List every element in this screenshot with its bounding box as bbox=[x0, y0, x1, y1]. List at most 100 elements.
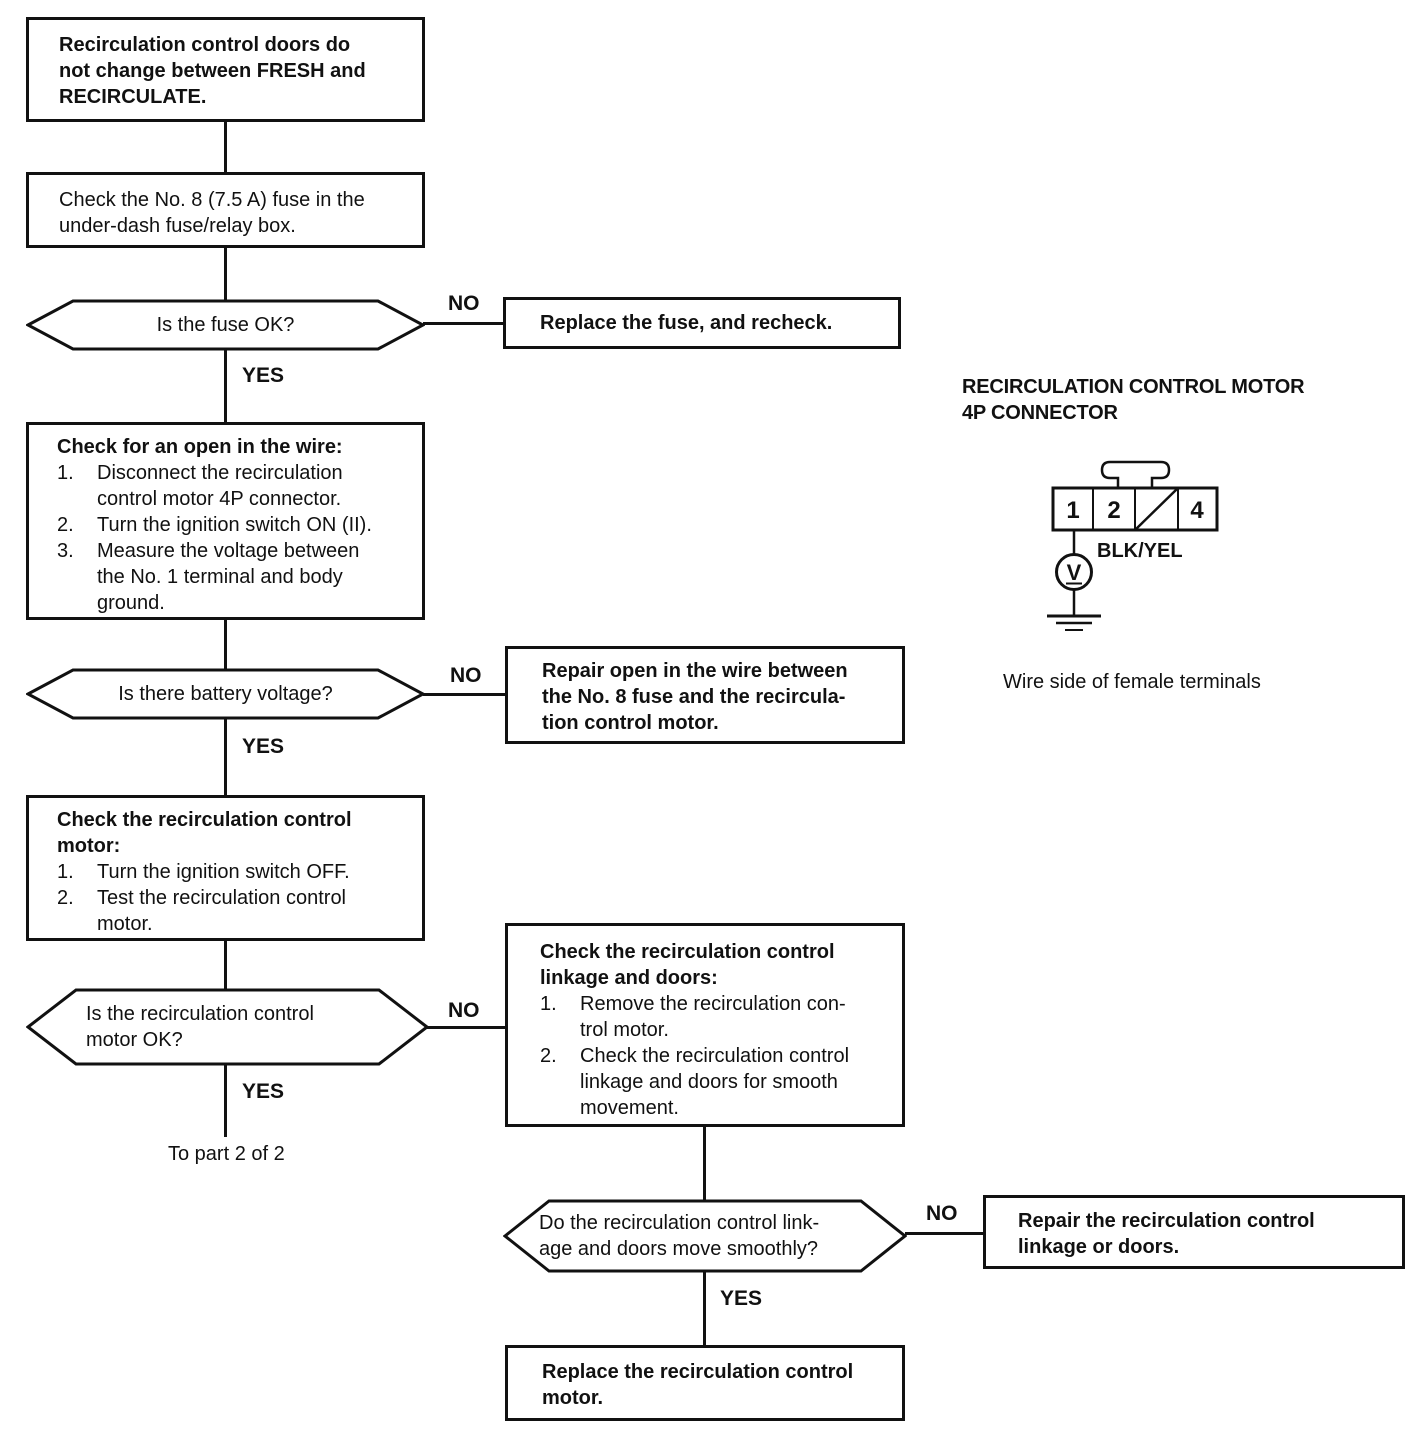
connector-line bbox=[427, 1026, 506, 1029]
replace-fuse-box: Replace the fuse, and recheck. bbox=[503, 297, 901, 349]
connector-diagram-title-line: 4P CONNECTOR bbox=[962, 402, 1118, 424]
step-line: Check the recirculation control bbox=[580, 1045, 850, 1067]
decision-line: motor OK? bbox=[86, 1029, 183, 1051]
connector-line bbox=[224, 719, 227, 796]
replace-fuse-line: Replace the fuse, and recheck. bbox=[540, 312, 833, 334]
step-text: Disconnect the recirculation control mot… bbox=[97, 460, 412, 512]
wire-check-step: 1. Disconnect the recirculation control … bbox=[57, 460, 412, 512]
step-number: 2. bbox=[57, 514, 74, 536]
linkage-check-step: 2. Check the recirculation control linka… bbox=[540, 1043, 892, 1121]
repair-open-box: Repair open in the wire between the No. … bbox=[505, 646, 905, 744]
connector-diagram-title: RECIRCULATION CONTROL MOTOR 4P CONNECTOR bbox=[962, 374, 1305, 426]
terminal-number-2: 2 bbox=[1107, 497, 1120, 524]
step-line: linkage and doors for smooth bbox=[580, 1071, 838, 1093]
connector-diagram-title-line: RECIRCULATION CONTROL MOTOR bbox=[962, 376, 1305, 398]
connector-caption: Wire side of female terminals bbox=[1003, 671, 1261, 693]
yes-label: YES bbox=[242, 1080, 285, 1103]
motor-check-title: motor: bbox=[57, 835, 121, 857]
connector-line bbox=[905, 1232, 984, 1235]
connector-line bbox=[224, 940, 227, 989]
step-number: 3. bbox=[57, 540, 74, 562]
linkage-check-box: Check the recirculation control linkage … bbox=[505, 923, 905, 1127]
repair-open-line: the No. 8 fuse and the recircula- bbox=[542, 686, 846, 708]
terminal-number-1: 1 bbox=[1066, 497, 1079, 524]
empty-cavity-slash bbox=[1134, 487, 1179, 531]
hexagon-shape bbox=[26, 299, 425, 351]
repair-linkage-line: Repair the recirculation control bbox=[1018, 1210, 1315, 1232]
repair-linkage-box: Repair the recirculation control linkage… bbox=[983, 1195, 1405, 1269]
connector-line bbox=[703, 1126, 706, 1200]
replace-motor-box: Replace the recirculation control motor. bbox=[505, 1345, 905, 1421]
to-part-note: To part 2 of 2 bbox=[168, 1143, 285, 1165]
linkage-check-title: linkage and doors: bbox=[540, 967, 718, 989]
step-line: Measure the voltage between bbox=[97, 540, 360, 562]
decision-motor-ok-label: Is the recirculation control motor OK? bbox=[26, 988, 429, 1066]
connector-line bbox=[224, 247, 227, 300]
decision-fuse-ok-label: Is the fuse OK? bbox=[156, 314, 295, 336]
yes-label: YES bbox=[242, 364, 285, 387]
wire-check-box: Check for an open in the wire: 1. Discon… bbox=[26, 422, 425, 620]
step-line: movement. bbox=[580, 1097, 679, 1119]
step-text: Turn the ignition switch ON (II). bbox=[97, 512, 412, 538]
replace-motor-line: motor. bbox=[542, 1387, 604, 1409]
step-line: trol motor. bbox=[580, 1019, 669, 1041]
fuse-check-box: Check the No. 8 (7.5 A) fuse in the unde… bbox=[26, 172, 425, 248]
linkage-check-title: Check the recirculation control bbox=[540, 941, 835, 963]
step-number: 1. bbox=[540, 993, 557, 1015]
problem-line: not change between FRESH and bbox=[59, 60, 366, 82]
repair-open-line: Repair open in the wire between bbox=[542, 660, 848, 682]
step-line: Turn the ignition switch OFF. bbox=[97, 861, 350, 883]
terminal-number-4: 4 bbox=[1190, 497, 1204, 524]
step-text: Turn the ignition switch OFF. bbox=[97, 859, 412, 885]
motor-check-step: 2. Test the recirculation control motor. bbox=[57, 885, 412, 937]
wire-color-label: BLK/YEL bbox=[1097, 540, 1183, 562]
step-line: Turn the ignition switch ON (II). bbox=[97, 514, 372, 536]
decision-linkage-smooth-label: Do the recirculation control link- age a… bbox=[503, 1199, 907, 1273]
step-text: Check the recirculation control linkage … bbox=[580, 1043, 892, 1121]
replace-motor-line: Replace the recirculation control bbox=[542, 1361, 854, 1383]
no-label: NO bbox=[450, 664, 482, 687]
step-line: Disconnect the recirculation bbox=[97, 462, 343, 484]
hexagon-shape bbox=[26, 988, 429, 1066]
no-label: NO bbox=[448, 999, 480, 1022]
linkage-check-step: 1. Remove the recirculation con- trol mo… bbox=[540, 991, 892, 1043]
fuse-check-line: Check the No. 8 (7.5 A) fuse in the bbox=[59, 189, 365, 211]
connector-line bbox=[224, 122, 227, 173]
connector-line bbox=[224, 1065, 227, 1137]
problem-line: Recirculation control doors do bbox=[59, 34, 351, 56]
motor-check-box: Check the recirculation control motor: 1… bbox=[26, 795, 425, 941]
decision-line: age and doors move smoothly? bbox=[539, 1238, 819, 1260]
fuse-check-line: under-dash fuse/relay box. bbox=[59, 215, 296, 237]
motor-check-title: Check the recirculation control bbox=[57, 809, 352, 831]
connector-line bbox=[224, 619, 227, 669]
decision-battery-voltage: Is there battery voltage? bbox=[26, 668, 425, 720]
no-label: NO bbox=[926, 1202, 958, 1225]
connector-line bbox=[423, 322, 504, 325]
repair-open-line: tion control motor. bbox=[542, 712, 719, 734]
motor-check-step: 1. Turn the ignition switch OFF. bbox=[57, 859, 412, 885]
step-number: 1. bbox=[57, 861, 74, 883]
terminal-dividers bbox=[1092, 488, 1179, 530]
step-text: Measure the voltage between the No. 1 te… bbox=[97, 538, 412, 616]
step-line: the No. 1 terminal and body bbox=[97, 566, 343, 588]
voltmeter-icon bbox=[1055, 553, 1093, 591]
voltmeter-label: V bbox=[1067, 560, 1082, 585]
yes-label: YES bbox=[242, 735, 285, 758]
step-line: Remove the recirculation con- bbox=[580, 993, 846, 1015]
decision-fuse-ok: Is the fuse OK? bbox=[26, 299, 425, 351]
decision-line: Is the recirculation control bbox=[86, 1003, 314, 1025]
connector-latch-tab bbox=[1100, 460, 1171, 488]
wire-check-title: Check for an open in the wire: bbox=[57, 436, 343, 458]
problem-box: Recirculation control doors do not chang… bbox=[26, 17, 425, 122]
step-line: Test the recirculation control bbox=[97, 887, 347, 909]
decision-line: Do the recirculation control link- bbox=[539, 1212, 820, 1234]
decision-battery-voltage-label: Is there battery voltage? bbox=[118, 683, 333, 705]
connector-line bbox=[423, 693, 506, 696]
repair-linkage-line: linkage or doors. bbox=[1018, 1236, 1180, 1258]
step-text: Test the recirculation control motor. bbox=[97, 885, 412, 937]
wire-check-step: 2. Turn the ignition switch ON (II). bbox=[57, 512, 412, 538]
connector-line bbox=[224, 350, 227, 423]
hexagon-shape bbox=[26, 668, 425, 720]
hexagon-shape bbox=[503, 1199, 907, 1273]
